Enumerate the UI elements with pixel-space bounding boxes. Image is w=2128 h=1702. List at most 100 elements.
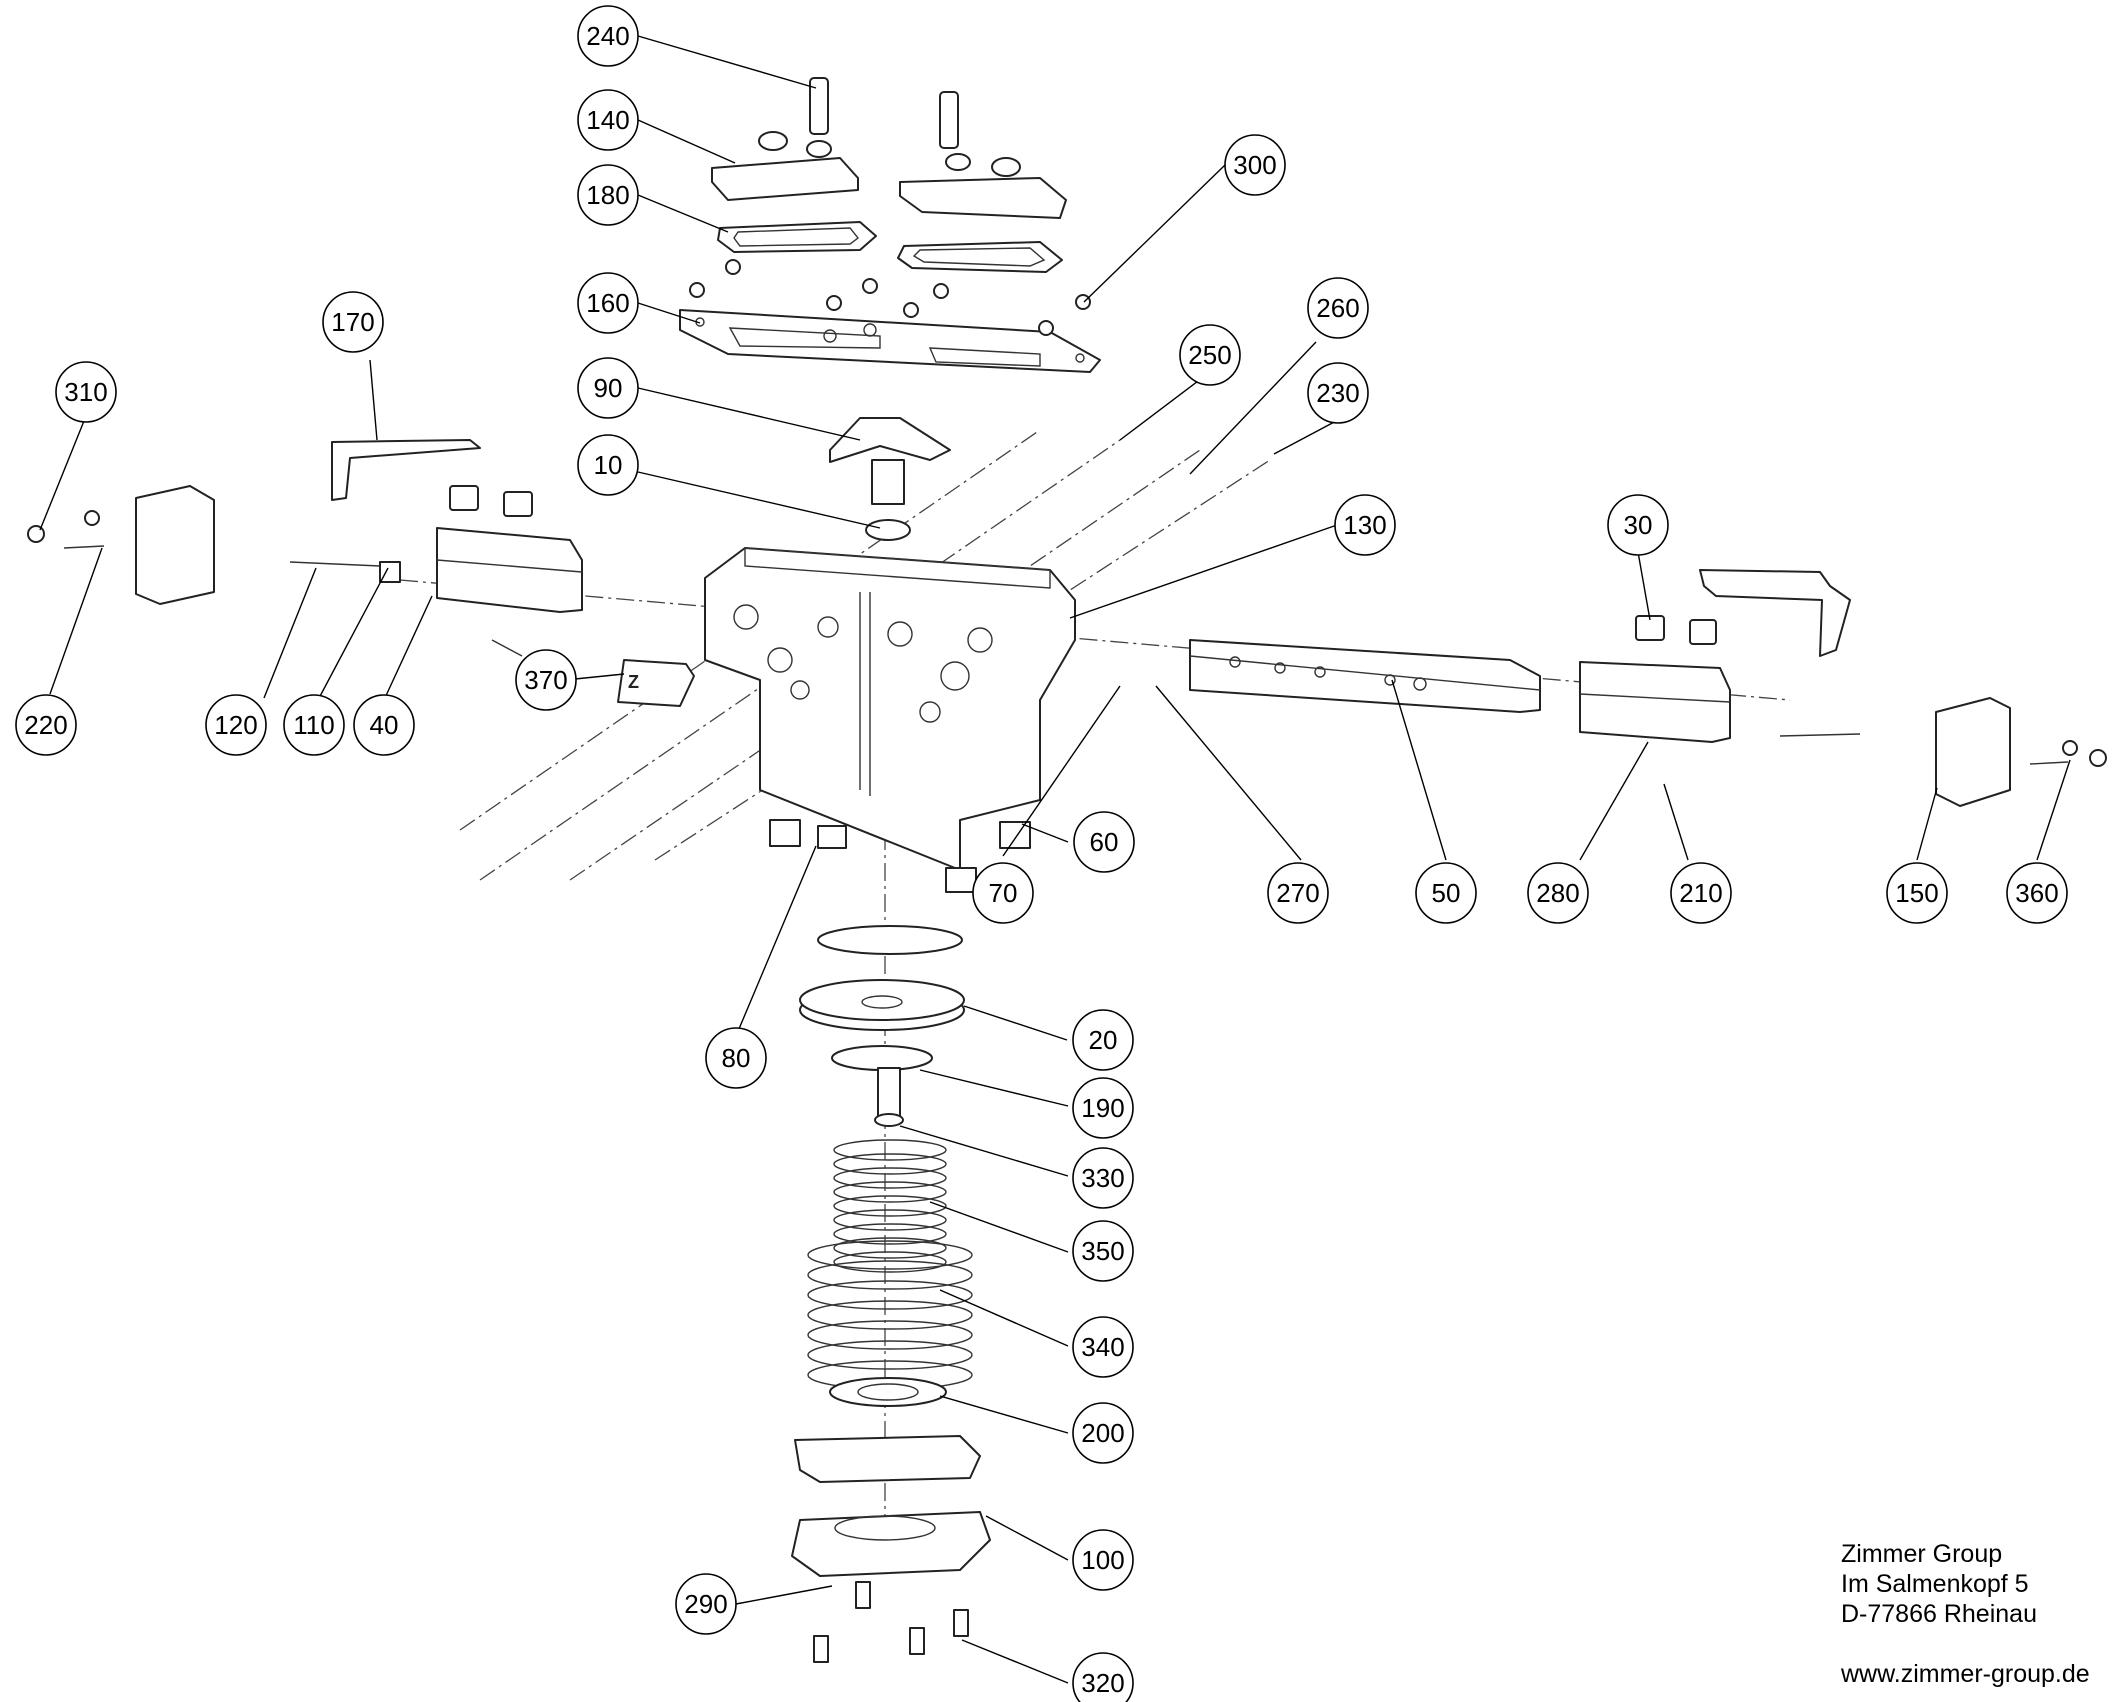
callout-circle (1670, 862, 1732, 924)
callout-circle (1072, 1652, 1134, 1702)
inner-spring-coil (833, 1223, 947, 1245)
callout-90: 90 (577, 357, 639, 419)
callout-150: 150 (1886, 862, 1948, 924)
left-jaw (27, 439, 583, 657)
callout-label: 20 (1089, 1025, 1118, 1055)
callout-circle (1224, 134, 1286, 196)
callout-label: 250 (1188, 340, 1231, 370)
callout-label: 180 (586, 180, 629, 210)
callout-label: 270 (1276, 878, 1319, 908)
callout-circle (577, 357, 639, 419)
callout-circle (55, 361, 117, 423)
callout-label: 350 (1081, 1236, 1124, 1266)
callout-circle (1072, 1220, 1134, 1282)
callout-210: 210 (1670, 862, 1732, 924)
inner-spring-coil (833, 1251, 947, 1273)
callout-label: 60 (1090, 827, 1119, 857)
callout-100: 100 (1072, 1529, 1134, 1591)
callout-160: 160 (577, 272, 639, 334)
callout-label: 310 (64, 377, 107, 407)
callout-240: 240 (577, 5, 639, 67)
callout-label: 100 (1081, 1545, 1124, 1575)
callout-310: 310 (55, 361, 117, 423)
callout-label: 170 (331, 307, 374, 337)
callout-60: 60 (1073, 811, 1135, 873)
top-plates (711, 77, 1067, 219)
callout-10: 10 (577, 434, 639, 496)
callout-label: 290 (684, 1589, 727, 1619)
callout-label: 10 (594, 450, 623, 480)
callout-80: 80 (705, 1027, 767, 1089)
callout-circle (1073, 811, 1135, 873)
callout-label: 210 (1679, 878, 1722, 908)
callout-180: 180 (577, 164, 639, 226)
callout-label: 130 (1343, 510, 1386, 540)
callout-circle (675, 1573, 737, 1635)
callout-290: 290 (675, 1573, 737, 1635)
callout-circle (577, 164, 639, 226)
inner-spring-coil (833, 1195, 947, 1217)
callout-circle (1072, 1316, 1134, 1378)
callout-label: 160 (586, 288, 629, 318)
callout-label: 150 (1895, 878, 1938, 908)
callout-label: 320 (1081, 1668, 1124, 1698)
callout-circle (2006, 862, 2068, 924)
callout-circle (1267, 862, 1329, 924)
callout-circle (15, 694, 77, 756)
company-address: Zimmer Group Im Salmenkopf 5 D-77866 Rhe… (1841, 1539, 2090, 1689)
callout-250: 250 (1179, 324, 1241, 386)
callout-circle (1307, 362, 1369, 424)
bottom-cover (791, 1377, 991, 1663)
callout-190: 190 (1072, 1077, 1134, 1139)
outer-spring-coil (807, 1300, 973, 1330)
callout-circle (1072, 1009, 1134, 1071)
base-plate (679, 309, 1101, 373)
callout-label: 260 (1316, 293, 1359, 323)
website-link[interactable]: www.zimmer-group.de (1841, 1660, 2090, 1688)
callout-circle (1886, 862, 1948, 924)
callout-300: 300 (1224, 134, 1286, 196)
callout-circle (1307, 277, 1369, 339)
callout-20: 20 (1072, 1009, 1134, 1071)
callout-label: 240 (586, 21, 629, 51)
callout-circle (1527, 862, 1589, 924)
callout-130: 130 (1334, 494, 1396, 556)
outer-spring-coil (807, 1320, 973, 1350)
callout-circle (322, 291, 384, 353)
callout-circle (577, 434, 639, 496)
callout-circle (577, 5, 639, 67)
callout-circle (1607, 494, 1669, 556)
piston (799, 925, 965, 1127)
callout-circle (1334, 494, 1396, 556)
outer-spring-coil (807, 1340, 973, 1370)
callout-120: 120 (205, 694, 267, 756)
callout-260: 260 (1307, 277, 1369, 339)
inner-spring-coil (833, 1167, 947, 1189)
label-plate: Z (617, 659, 695, 707)
callout-label: 140 (586, 105, 629, 135)
leader-lines (39, 35, 2071, 1684)
street-address: Im Salmenkopf 5 (1841, 1570, 2029, 1598)
callout-circle (1415, 862, 1477, 924)
callout-label: 220 (24, 710, 67, 740)
callout-label: 340 (1081, 1332, 1124, 1362)
callout-label: 200 (1081, 1418, 1124, 1448)
callout-circle (1072, 1147, 1134, 1209)
callout-circle (1072, 1402, 1134, 1464)
gaskets (717, 221, 1063, 273)
callout-label: 80 (722, 1043, 751, 1073)
callout-circle (577, 272, 639, 334)
callout-circle (577, 89, 639, 151)
callout-label: 50 (1432, 878, 1461, 908)
callout-label: 70 (989, 878, 1018, 908)
callout-280: 280 (1527, 862, 1589, 924)
right-jaw (1579, 569, 2107, 807)
callout-circle (705, 1027, 767, 1089)
callout-circle (353, 694, 415, 756)
callout-circle (283, 694, 345, 756)
outer-spring-coil (807, 1260, 973, 1290)
callout-label: 90 (594, 373, 623, 403)
assembly-axes (399, 429, 1791, 1560)
callout-330: 330 (1072, 1147, 1134, 1209)
